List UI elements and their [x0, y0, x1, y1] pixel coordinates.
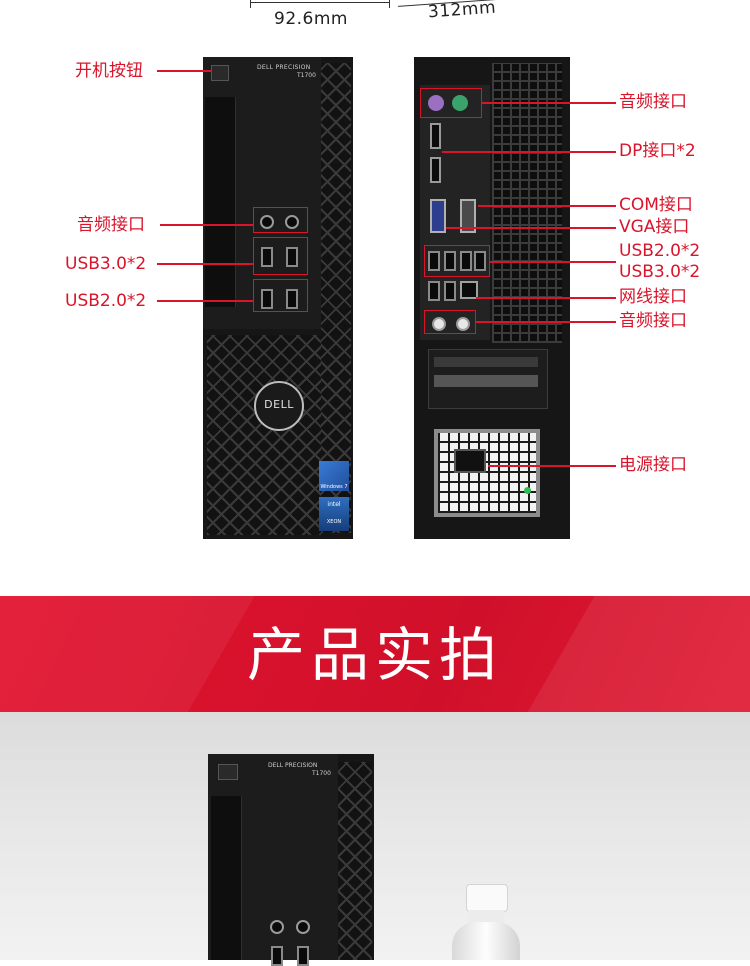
front-tower: DELL PRECISION T1700 DELL Windows 7 inte… [203, 57, 353, 539]
photo-usb-port-2 [297, 946, 309, 966]
windows-sticker-text: Windows 7 [320, 484, 348, 490]
line-front-audio [160, 224, 253, 226]
rear-usb2-port-1[interactable] [428, 251, 440, 271]
photo-brand-line1: DELL PRECISION [268, 762, 318, 769]
label-rear-usb2: USB2.0*2 [619, 241, 701, 261]
windows-sticker: Windows 7 [319, 461, 349, 491]
width-tick-right [389, 0, 390, 8]
rear-usb3-port-2[interactable] [474, 251, 486, 271]
rear-usb3-port-1[interactable] [460, 251, 472, 271]
front-audio-box [253, 207, 308, 233]
front-mesh-strip [321, 63, 351, 533]
depth-dimension: 312mm [427, 0, 497, 23]
photo-usb-port-1 [271, 946, 283, 966]
front-usb2-port-1[interactable] [261, 289, 273, 309]
label-rear-lan: 网线接口 [619, 287, 687, 307]
line-rear-com [478, 205, 616, 207]
label-front-usb3: USB3.0*2 [65, 254, 147, 274]
label-rear-dp: DP接口*2 [619, 141, 696, 161]
intel-sticker-bottom: XEON [326, 519, 342, 525]
rear-usb-port-5[interactable] [428, 281, 440, 301]
section-title: 产品实拍 [246, 621, 503, 689]
line-rear-vga [446, 227, 616, 229]
rear-usb-box [424, 245, 490, 277]
com-port[interactable] [460, 199, 476, 233]
water-bottle-cap [466, 884, 508, 912]
dp-port-1[interactable] [430, 123, 441, 149]
label-rear-power: 电源接口 [619, 455, 687, 475]
rear-usb-port-6[interactable] [444, 281, 456, 301]
dp-port-2[interactable] [430, 157, 441, 183]
width-tick-left [250, 0, 251, 8]
optical-drive-bay [205, 97, 236, 307]
psu-fan-grid [438, 433, 536, 513]
front-usb3-box [253, 237, 308, 275]
photo-mic-jack [270, 920, 284, 934]
power-button[interactable] [211, 65, 229, 81]
label-power-button: 开机按钮 [75, 61, 143, 81]
water-bottle-body [452, 922, 520, 960]
dimension-strip: 92.6mm 312mm [0, 0, 750, 40]
ps2-keyboard-port[interactable] [428, 95, 444, 111]
label-front-usb2: USB2.0*2 [65, 291, 147, 311]
photo-tower: DELL PRECISION T1700 [208, 754, 374, 966]
photo-headphone-jack [296, 920, 310, 934]
dell-logo: DELL [254, 381, 304, 431]
width-dimension: 92.6mm [274, 9, 348, 29]
dell-logo-text: DELL [264, 398, 294, 411]
line-rear-power [488, 465, 616, 467]
front-mesh-lower [207, 335, 321, 535]
front-usb3-port-1[interactable] [261, 247, 273, 267]
label-rear-vga: VGA接口 [619, 217, 690, 237]
front-mic-jack[interactable] [260, 215, 274, 229]
line-rear-dp [442, 151, 616, 153]
line-rear-lan [476, 297, 616, 299]
label-front-audio: 音频接口 [77, 215, 145, 235]
label-rear-usb3: USB3.0*2 [619, 262, 701, 282]
intel-sticker-top: intel [327, 501, 341, 508]
front-usb3-port-2[interactable] [286, 247, 298, 267]
water-bottle-neck [468, 910, 504, 924]
power-socket[interactable] [454, 449, 486, 473]
rear-lan-port[interactable] [460, 281, 478, 299]
brand-line2: T1700 [297, 72, 316, 79]
rear-usb2-port-2[interactable] [444, 251, 456, 271]
photo-power-button [218, 764, 238, 780]
vga-port[interactable] [430, 199, 446, 233]
line-rear-usb [490, 261, 616, 263]
brand-line1: DELL PRECISION [257, 64, 311, 71]
rear-audio-jack-2[interactable] [456, 317, 470, 331]
intel-sticker: intel XEON [319, 497, 349, 531]
photo-brand-line2: T1700 [312, 770, 331, 777]
ps2-mouse-port[interactable] [452, 95, 468, 111]
width-dimension-line [250, 2, 390, 3]
front-headphone-jack[interactable] [285, 215, 299, 229]
section-banner: 产品实拍 [0, 596, 750, 712]
label-rear-audio-bottom: 音频接口 [619, 311, 687, 331]
photo-mesh-strip [338, 762, 372, 960]
label-rear-com: COM接口 [619, 195, 693, 215]
line-front-usb2 [157, 300, 253, 302]
expansion-slot-bracket-2 [434, 375, 538, 387]
line-power-button [157, 70, 212, 72]
front-usb2-port-2[interactable] [286, 289, 298, 309]
product-photo: DELL PRECISION T1700 [0, 712, 750, 966]
psu-led [524, 487, 531, 494]
photo-optical-bay [211, 796, 242, 960]
rear-audio-top-box [420, 88, 482, 118]
rear-audio-jack-1[interactable] [432, 317, 446, 331]
line-rear-audio-top [482, 102, 616, 104]
label-rear-audio-top: 音频接口 [619, 92, 687, 112]
line-front-usb3 [157, 263, 253, 265]
expansion-slot-bracket-1 [434, 357, 538, 367]
rear-vent-grid [492, 63, 562, 343]
rear-audio-bottom-box [424, 310, 476, 334]
line-rear-audio-bottom [476, 321, 616, 323]
front-usb2-box [253, 279, 308, 312]
